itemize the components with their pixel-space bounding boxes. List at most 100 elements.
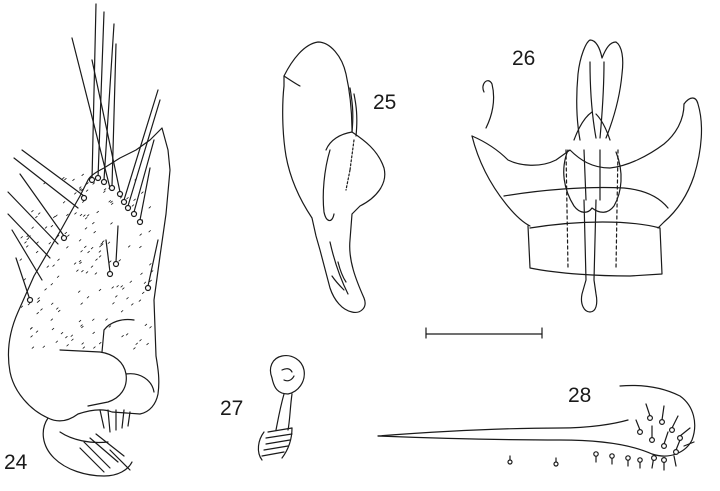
microtrichium: [32, 210, 34, 211]
microtrichium: [111, 223, 113, 224]
microtrichium: [81, 303, 83, 304]
microtrichium: [43, 346, 45, 347]
microtrichium: [97, 211, 99, 212]
microtrichium: [75, 193, 77, 194]
microtrichium: [88, 251, 90, 252]
microtrichium: [47, 266, 49, 267]
microtrichium: [109, 326, 111, 327]
microtrichium: [91, 247, 93, 248]
microtrichium: [82, 326, 84, 327]
microtrichium: [99, 342, 101, 343]
microtrichium: [93, 319, 95, 320]
microtrichium: [113, 303, 115, 304]
microtrichium: [82, 343, 84, 344]
microtrichium: [77, 270, 79, 271]
microtrichium: [95, 273, 97, 274]
microtrichium: [63, 177, 65, 178]
microtrichium: [79, 187, 81, 188]
microtrichium: [45, 289, 47, 290]
microtrichium: [45, 227, 47, 228]
microtrichium: [78, 291, 80, 292]
microtrichium: [67, 247, 69, 248]
microtrichium: [36, 331, 38, 332]
microtrichium: [108, 242, 110, 243]
microtrichium: [57, 235, 59, 236]
microtrichium: [106, 319, 108, 320]
microtrichium: [53, 265, 55, 266]
microtrichium: [127, 298, 129, 299]
microtrichium: [80, 214, 82, 215]
microtrichium: [72, 339, 74, 340]
figure-28-drawing: [378, 385, 695, 470]
microtrichium: [101, 244, 103, 245]
microtrichium: [93, 222, 95, 223]
microtrichium: [56, 341, 58, 342]
microtrichium: [20, 259, 22, 260]
microtrichium: [56, 215, 58, 216]
microtrichium: [130, 281, 132, 282]
microtrichium: [128, 246, 130, 247]
microtrichium: [126, 334, 128, 335]
microtrichium: [36, 216, 38, 217]
microtrichium: [37, 312, 39, 313]
microtrichium: [65, 178, 67, 179]
microtrichium: [150, 327, 152, 328]
microtrichium: [82, 270, 84, 271]
microtrichium: [61, 332, 63, 333]
microtrichium: [49, 243, 51, 244]
microtrichium: [123, 288, 125, 289]
microtrichium: [38, 298, 40, 299]
microtrichium: [51, 319, 53, 320]
microtrichium: [80, 189, 82, 190]
microtrichium: [144, 282, 146, 283]
microtrichium: [142, 292, 144, 293]
microtrichium: [29, 236, 31, 237]
microtrichium: [104, 191, 106, 192]
figure-27-drawing: [258, 356, 304, 460]
microtrichium: [93, 332, 95, 333]
microtrichium: [135, 179, 137, 180]
microtrichium: [74, 263, 76, 264]
microtrichium: [151, 271, 153, 272]
microtrichium: [24, 279, 26, 280]
microtrichium: [58, 310, 60, 311]
microtrichium: [109, 201, 111, 202]
microtrichium: [84, 215, 86, 216]
microtrichium: [81, 251, 83, 252]
figure-26-drawing: [472, 40, 701, 312]
figure-24-microtrichia: [20, 174, 153, 349]
microtrichium: [31, 336, 33, 337]
microtrichium: [91, 266, 93, 267]
figure-label-25: 25: [373, 91, 397, 114]
microtrichium: [80, 262, 82, 263]
microtrichium: [85, 218, 87, 219]
microtrichium: [85, 228, 87, 229]
microtrichium: [149, 207, 151, 208]
microtrichium: [51, 225, 53, 226]
microtrichium: [75, 213, 77, 214]
microtrichium: [71, 335, 73, 336]
microtrichium: [28, 303, 30, 304]
microtrichium: [65, 232, 67, 233]
microtrichium: [58, 259, 60, 260]
microtrichium: [26, 246, 28, 247]
microtrichium: [79, 320, 81, 321]
microtrichium: [67, 345, 69, 346]
microtrichium: [32, 347, 34, 348]
microtrichium: [94, 231, 96, 232]
microtrichium: [117, 286, 119, 287]
microtrichium: [140, 246, 142, 247]
microtrichium: [116, 296, 118, 297]
microtrichium: [63, 202, 65, 203]
microtrichium: [150, 264, 152, 265]
microtrichium: [79, 260, 81, 261]
microtrichium: [134, 199, 136, 200]
microtrichium: [109, 261, 111, 262]
microtrichium: [139, 300, 141, 301]
microtrichium: [81, 325, 83, 326]
microtrichium: [132, 304, 134, 305]
microtrichium: [27, 238, 29, 239]
microtrichium: [145, 324, 147, 325]
microtrichium: [41, 309, 43, 310]
microtrichium: [120, 197, 122, 198]
